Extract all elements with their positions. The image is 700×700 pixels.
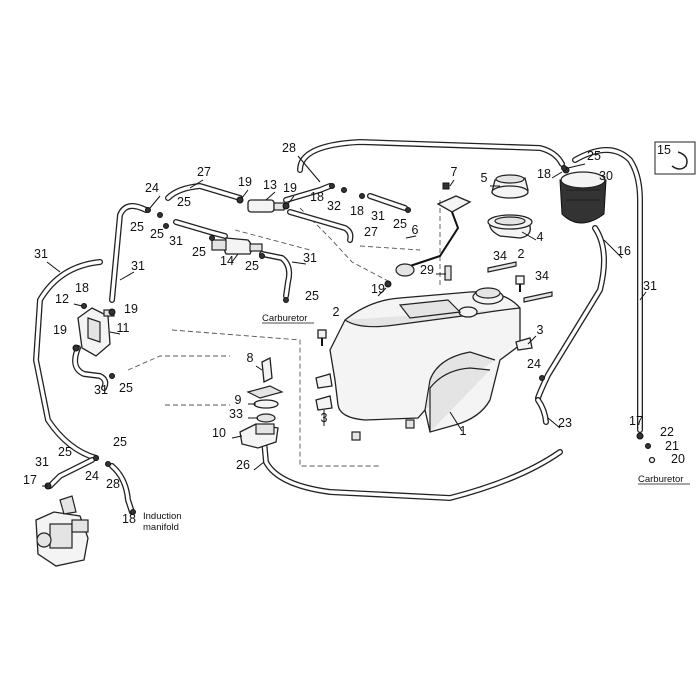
callout-c19c: 19 <box>371 282 385 296</box>
callout-c27b: 27 <box>364 225 378 239</box>
callout-c23: 23 <box>558 416 572 430</box>
part-15-inset <box>654 141 696 175</box>
callout-c21: 21 <box>665 439 679 453</box>
callout-c24a: 24 <box>145 181 159 195</box>
callout-c15: 15 <box>657 143 671 157</box>
callout-c25d: 25 <box>130 220 144 234</box>
callout-c10: 10 <box>212 426 226 440</box>
callout-c7: 7 <box>451 165 458 179</box>
callout-c26: 26 <box>236 458 250 472</box>
callout-c2a: 2 <box>518 247 525 261</box>
callout-c24c: 24 <box>85 469 99 483</box>
callout-c14: 14 <box>220 254 234 268</box>
callout-c4: 4 <box>537 230 544 244</box>
fuel-tank <box>329 291 521 441</box>
callout-c31f: 31 <box>643 279 657 293</box>
callout-c25h: 25 <box>305 289 319 303</box>
callout-c5: 5 <box>481 171 488 185</box>
induction-caption-line1: Induction <box>143 511 182 522</box>
callout-c17b: 17 <box>23 473 37 487</box>
filler-assembly <box>472 174 533 305</box>
callout-c25c: 25 <box>393 217 407 231</box>
callout-c31b: 31 <box>169 234 183 248</box>
callout-c34b: 34 <box>535 269 549 283</box>
callout-c29: 29 <box>420 263 434 277</box>
callout-c12: 12 <box>55 292 69 306</box>
callout-c20: 20 <box>671 452 685 466</box>
callout-c28a: 28 <box>282 141 296 155</box>
callout-c31e: 31 <box>131 259 145 273</box>
callout-c19a: 19 <box>238 175 252 189</box>
callout-c31g: 31 <box>94 383 108 397</box>
callout-c28b: 28 <box>106 477 120 491</box>
charcoal-canister <box>559 166 607 224</box>
callout-c16: 16 <box>617 244 631 258</box>
callout-c24b: 24 <box>527 357 541 371</box>
callout-c3b: 3 <box>321 411 328 425</box>
callout-c19d: 19 <box>124 302 138 316</box>
assembly-guides <box>127 200 441 467</box>
carburetor-body <box>35 495 89 567</box>
callout-c8: 8 <box>247 351 254 365</box>
induction-caption-line2: manifold <box>143 522 179 533</box>
callout-c25j: 25 <box>113 435 127 449</box>
callout-c32: 32 <box>327 199 341 213</box>
callout-c31c: 31 <box>303 251 317 265</box>
callout-c18b: 18 <box>310 190 324 204</box>
callout-c2b: 2 <box>333 305 340 319</box>
fuel-filter <box>211 237 263 255</box>
callout-c6: 6 <box>412 223 419 237</box>
fuel-level-sender <box>395 182 472 277</box>
callout-c30: 30 <box>599 169 613 183</box>
callout-c25b: 25 <box>177 195 191 209</box>
callout-c19e: 19 <box>53 323 67 337</box>
leader-lines <box>42 155 647 487</box>
hose-clamps <box>44 165 656 515</box>
callout-c17a: 17 <box>629 414 643 428</box>
callout-c25i: 25 <box>119 381 133 395</box>
callout-c34a: 34 <box>493 249 507 263</box>
callout-c19b: 19 <box>283 181 297 195</box>
fuel-hoses <box>33 139 643 515</box>
callout-c18a: 18 <box>537 167 551 181</box>
callout-c25f: 25 <box>192 245 206 259</box>
callout-c31h: 31 <box>35 455 49 469</box>
captions: Carburetor Carburetor Induction manifold <box>143 313 690 533</box>
callout-c18d: 18 <box>75 281 89 295</box>
callout-c25g: 25 <box>245 259 259 273</box>
fuel-pump <box>77 307 115 357</box>
callout-c31d: 31 <box>34 247 48 261</box>
callout-c25e: 25 <box>150 227 164 241</box>
fasteners <box>315 261 553 411</box>
callout-c31a: 31 <box>371 209 385 223</box>
callout-c3a: 3 <box>537 323 544 337</box>
callout-c22: 22 <box>660 425 674 439</box>
callout-c25a: 25 <box>587 149 601 163</box>
callout-c18e: 18 <box>122 512 136 526</box>
fuel-tap-assembly <box>239 356 284 449</box>
carburetor-caption-left: Carburetor <box>262 313 307 324</box>
carburetor-caption-right: Carburetor <box>638 474 683 485</box>
callout-c33: 33 <box>229 407 243 421</box>
callout-c13: 13 <box>263 178 277 192</box>
callout-c25k: 25 <box>58 445 72 459</box>
hose-connector <box>247 199 285 213</box>
callout-c11: 11 <box>117 321 130 335</box>
callout-c1: 1 <box>460 424 467 438</box>
callout-c9: 9 <box>235 393 242 407</box>
callout-c27a: 27 <box>197 165 211 179</box>
callout-c18c: 18 <box>350 204 364 218</box>
